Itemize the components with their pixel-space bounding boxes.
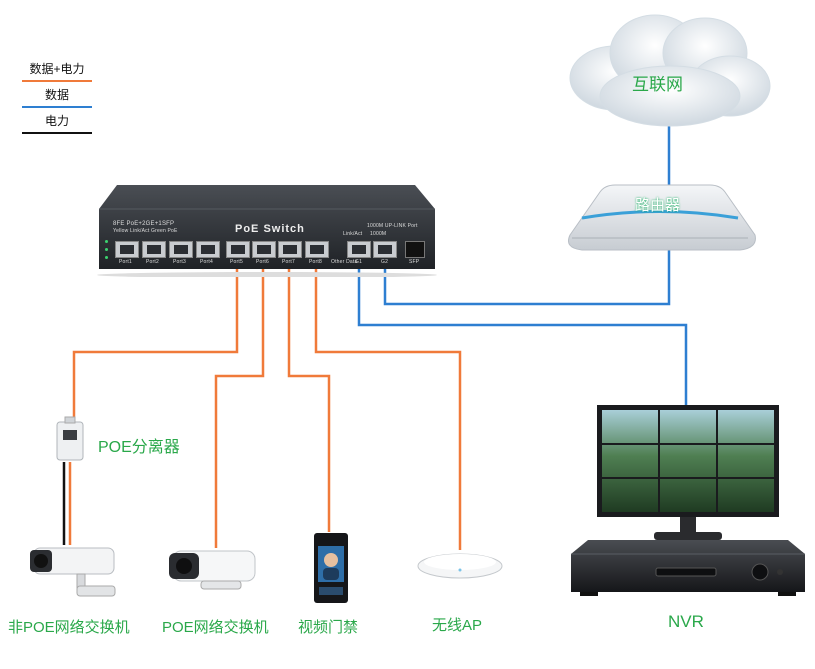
switch-port: [226, 241, 250, 258]
poe-wire-port6: [214, 262, 265, 548]
poe-wire-port5: [72, 262, 239, 418]
uplink-sub1: Link/Act: [343, 231, 363, 237]
data-wire-nvr: [357, 262, 688, 405]
legend-line-black: [22, 132, 92, 134]
wireless-ap: [415, 548, 505, 582]
face-terminal-icon: [314, 533, 348, 603]
status-led: [105, 256, 108, 259]
uplink-title: 1000M UP-LINK Port: [367, 223, 418, 229]
cloud-icon: [569, 14, 771, 127]
switch-model: 8FE PoE+2GE+1SFP: [113, 221, 175, 227]
nvr-label: NVR: [668, 612, 704, 631]
port-label: Port4: [200, 259, 213, 265]
switch-name: PoE Switch: [235, 223, 305, 235]
status-led: [105, 248, 108, 251]
nvr-icon: [571, 540, 805, 596]
splitter-label: POE分离器: [98, 439, 180, 456]
sfp-port: [405, 241, 425, 258]
switch-port: [169, 241, 193, 258]
monitor-icon: [597, 405, 779, 540]
uplink-port-label: G1: [355, 259, 363, 265]
router: 路由器: [560, 180, 760, 255]
port-label: Port8: [309, 259, 322, 265]
port-label: Port6: [256, 259, 269, 265]
device-label: 无线AP: [432, 617, 483, 634]
legend-item-data: 数据: [22, 86, 92, 108]
port-label: Port5: [230, 259, 243, 265]
uplink-port: [347, 241, 371, 258]
device-label: 非POE网络交换机: [8, 619, 130, 636]
monitor: [596, 404, 780, 544]
legend-line-orange: [22, 80, 92, 82]
poe-wire-port8: [314, 262, 462, 550]
legend-label: 数据+电力: [29, 62, 85, 76]
device-label: 视频门禁: [298, 619, 359, 636]
device-label: POE网络交换机: [162, 619, 269, 636]
legend-item-power: 电力: [22, 112, 92, 134]
legend-item-data-power: 数据+电力: [22, 60, 92, 82]
poe-splitter: [56, 416, 84, 464]
nvr-recorder: [570, 540, 806, 598]
splitter-icon: [56, 416, 84, 461]
switch-port: [252, 241, 276, 258]
switch-port: [142, 241, 166, 258]
port-label: Port1: [119, 259, 132, 265]
switch-model-sub: Yellow Link/Act Green PoE: [113, 228, 178, 234]
switch-port: [115, 241, 139, 258]
switch-port: [305, 241, 329, 258]
non-poe-camera: [22, 538, 122, 600]
legend-label: 数据: [44, 88, 69, 102]
camera-icon: [30, 547, 116, 597]
port-label: Port3: [173, 259, 186, 265]
cloud-label: 互联网: [632, 75, 683, 94]
uplink-port: [373, 241, 397, 258]
poe-switch: PoE Switch 8FE PoE+2GE+1SFP Yellow Link/…: [97, 185, 437, 277]
port-label: Port7: [282, 259, 295, 265]
uplink-port-label: G2: [381, 259, 389, 265]
switch-port: [278, 241, 302, 258]
legend-label: 电力: [44, 114, 69, 128]
legend-line-blue: [22, 106, 92, 108]
router-label: 路由器: [635, 197, 681, 214]
router-icon: [568, 184, 756, 251]
internet-cloud: 互联网: [560, 8, 775, 133]
port-label: Port2: [146, 259, 159, 265]
poe-wire-port7: [287, 262, 331, 532]
sfp-label: SFP: [409, 259, 420, 265]
data-wire-router: [383, 250, 671, 306]
access-control-terminal: [313, 532, 349, 604]
poe-camera: [165, 545, 260, 593]
camera-icon: [169, 550, 256, 590]
extra-label: Other Data: [331, 259, 358, 265]
uplink-sub2: 1000M: [370, 231, 387, 237]
switch-port: [196, 241, 220, 258]
status-led: [105, 240, 108, 243]
access-point-icon: [417, 553, 503, 579]
